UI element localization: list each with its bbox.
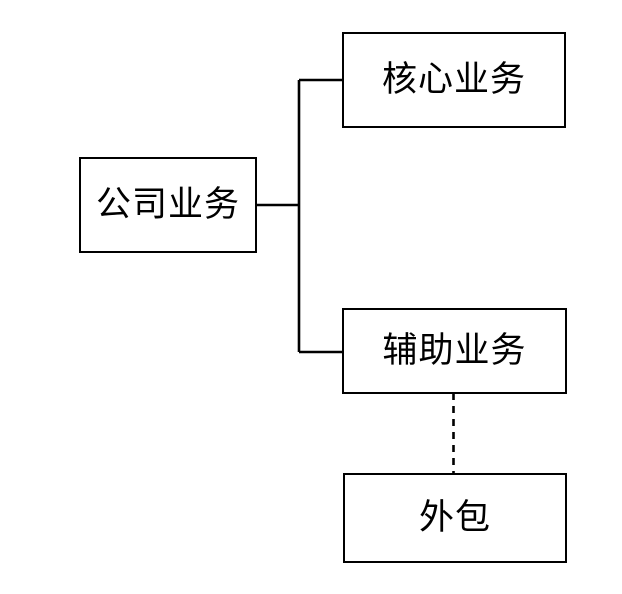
node-company-business[interactable]: 公司业务: [79, 157, 257, 253]
node-auxiliary-business[interactable]: 辅助业务: [342, 308, 567, 394]
node-label: 辅助业务: [382, 330, 527, 371]
node-label: 核心业务: [381, 59, 526, 100]
node-label: 公司业务: [95, 184, 240, 225]
node-core-business[interactable]: 核心业务: [342, 32, 566, 128]
node-outsourcing[interactable]: 外包: [343, 473, 567, 563]
node-label: 外包: [418, 497, 491, 538]
